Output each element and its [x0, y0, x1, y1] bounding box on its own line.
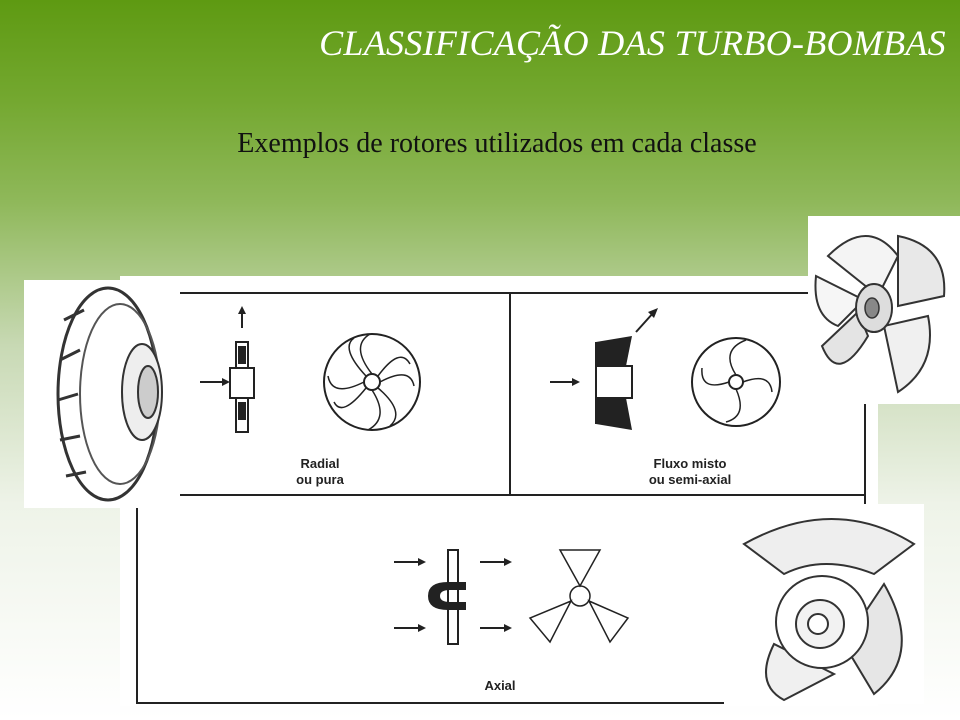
radial-impeller-photo: [24, 280, 180, 508]
radial-caption: Radial ou pura: [270, 456, 370, 488]
axial-impeller-photo: [724, 504, 924, 704]
mixed-flow-caption: Fluxo misto ou semi-axial: [620, 456, 760, 488]
radial-caption-line2: ou pura: [296, 472, 344, 487]
radial-caption-line1: Radial: [300, 456, 340, 471]
rotor-figure-panel: Radial ou pura Fluxo misto ou semi-axial…: [120, 276, 878, 706]
mixed-flow-impeller-drawing: [550, 308, 781, 430]
mixed-caption-line2: ou semi-axial: [648, 472, 732, 487]
axial-caption: Axial: [484, 678, 516, 693]
mixed-caption-line1: Fluxo misto: [653, 456, 727, 471]
slide-title: CLASSIFICAÇÃO DAS TURBO-BOMBAS: [319, 23, 946, 63]
slide-subtitle: Exemplos de rotores utilizados em cada c…: [237, 128, 757, 159]
axial-impeller-drawing: [394, 549, 630, 645]
radial-impeller-drawing: [200, 306, 421, 433]
mixed-flow-impeller-photo: [808, 216, 960, 404]
divider-line: [509, 292, 511, 496]
